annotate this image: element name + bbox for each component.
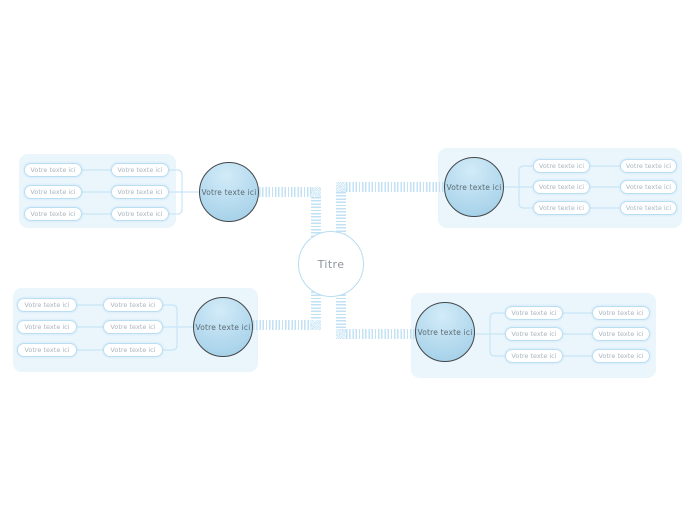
branch-node-label: Votre texte ici [201, 187, 257, 197]
branch-node[interactable]: Votre texte ici [193, 297, 253, 357]
node-pill-label: Votre texte ici [538, 204, 585, 212]
connector-corner-top-left [311, 187, 321, 197]
connector-band-top-left [259, 187, 311, 197]
node-pill[interactable]: Votre texte ici [103, 320, 163, 334]
node-pill-label: Votre texte ici [117, 210, 163, 218]
node-pill[interactable]: Votre texte ici [533, 201, 590, 215]
branch-node[interactable]: Votre texte ici [415, 302, 475, 362]
node-pill[interactable]: Votre texte ici [17, 343, 77, 357]
node-pill-label: Votre texte ici [598, 330, 644, 338]
node-pill-label: Votre texte ici [30, 166, 76, 174]
node-pill-label: Votre texte ici [117, 188, 163, 196]
node-pill-label: Votre texte ici [24, 323, 70, 331]
node-pill-label: Votre texte ici [24, 301, 70, 309]
node-pill[interactable]: Votre texte ici [505, 306, 563, 320]
node-pill-label: Votre texte ici [598, 352, 644, 360]
node-pill[interactable]: Votre texte ici [620, 180, 677, 194]
node-pill-label: Votre texte ici [30, 210, 76, 218]
connector-band-top-left-drop [311, 197, 321, 245]
node-pill-label: Votre texte ici [625, 204, 672, 212]
node-pill[interactable]: Votre texte ici [533, 159, 590, 173]
node-pill[interactable]: Votre texte ici [103, 343, 163, 357]
branch-node[interactable]: Votre texte ici [199, 162, 259, 222]
branch-node[interactable]: Votre texte ici [444, 157, 504, 217]
node-pill-label: Votre texte ici [110, 301, 156, 309]
connector-band-bottom-right-drop [336, 285, 346, 329]
node-pill[interactable]: Votre texte ici [24, 185, 82, 199]
node-pill-label: Votre texte ici [30, 188, 76, 196]
connector-corner-top-right [336, 182, 346, 192]
connector-band-bottom-right [346, 329, 415, 339]
node-pill-label: Votre texte ici [511, 309, 557, 317]
node-pill[interactable]: Votre texte ici [111, 163, 169, 177]
node-pill-label: Votre texte ici [110, 346, 156, 354]
node-pill[interactable]: Votre texte ici [592, 327, 650, 341]
connector-band-bottom-left-drop [311, 285, 321, 320]
node-pill-label: Votre texte ici [538, 183, 585, 191]
node-pill-label: Votre texte ici [511, 330, 557, 338]
node-pill-label: Votre texte ici [24, 346, 70, 354]
node-pill-label: Votre texte ici [625, 183, 672, 191]
connector-corner-bottom-right [336, 329, 346, 339]
node-pill[interactable]: Votre texte ici [103, 298, 163, 312]
branch-node-label: Votre texte ici [195, 322, 251, 332]
node-pill-label: Votre texte ici [110, 323, 156, 331]
node-pill[interactable]: Votre texte ici [620, 201, 677, 215]
branch-node-label: Votre texte ici [417, 327, 473, 337]
branch-node-label: Votre texte ici [446, 182, 502, 192]
connector-band-bottom-left [253, 320, 311, 330]
node-pill-label: Votre texte ici [117, 166, 163, 174]
central-topic[interactable]: Titre [298, 231, 364, 297]
node-pill-label: Votre texte ici [625, 162, 672, 170]
connector-band-top-right-drop [336, 192, 346, 245]
node-pill[interactable]: Votre texte ici [533, 180, 590, 194]
node-pill[interactable]: Votre texte ici [111, 185, 169, 199]
node-pill[interactable]: Votre texte ici [24, 207, 82, 221]
node-pill[interactable]: Votre texte ici [592, 306, 650, 320]
node-pill[interactable]: Votre texte ici [505, 327, 563, 341]
node-pill[interactable]: Votre texte ici [111, 207, 169, 221]
connector-band-top-right [346, 182, 444, 192]
node-pill-label: Votre texte ici [511, 352, 557, 360]
node-pill[interactable]: Votre texte ici [17, 320, 77, 334]
node-pill[interactable]: Votre texte ici [17, 298, 77, 312]
node-pill-label: Votre texte ici [538, 162, 585, 170]
node-pill[interactable]: Votre texte ici [505, 349, 563, 363]
central-topic-label: Titre [317, 257, 345, 271]
node-pill-label: Votre texte ici [598, 309, 644, 317]
node-pill[interactable]: Votre texte ici [24, 163, 82, 177]
node-pill[interactable]: Votre texte ici [592, 349, 650, 363]
node-pill[interactable]: Votre texte ici [620, 159, 677, 173]
connector-corner-bottom-left [311, 320, 321, 330]
